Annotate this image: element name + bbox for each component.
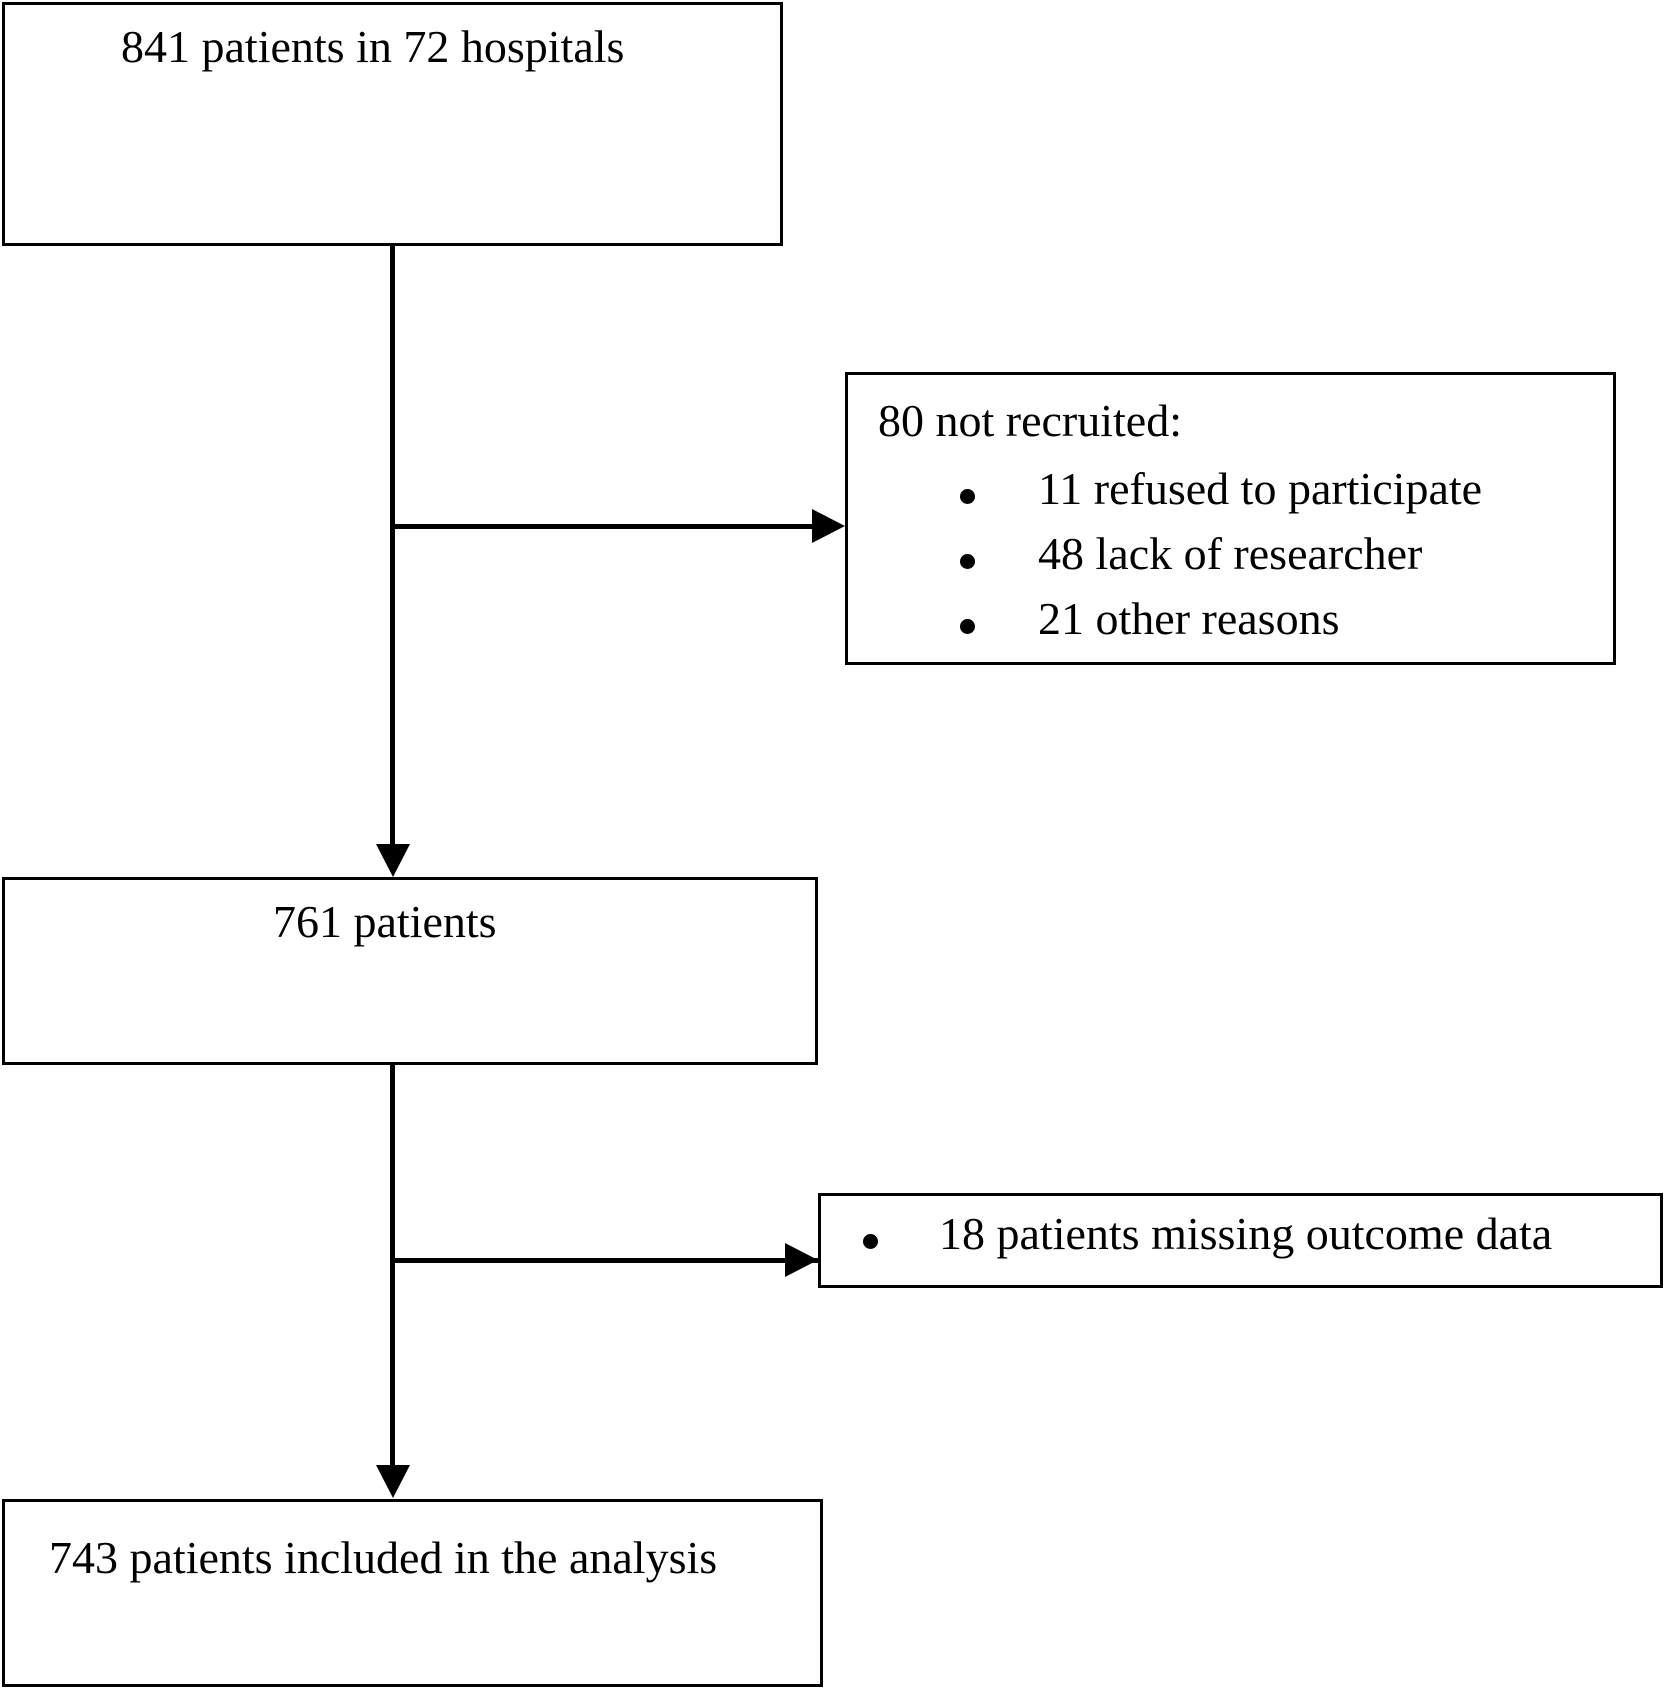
not-recruited-reason-label: 11 refused to participate bbox=[1038, 463, 1483, 514]
missing-outcome-label: 18 patients missing outcome data bbox=[939, 1208, 1553, 1259]
analysed-patients-label: 743 patients included in the analysis bbox=[49, 1532, 718, 1583]
recruited-patients-label: 761 patients bbox=[273, 896, 497, 947]
connector-enrolled-to-recruited bbox=[390, 246, 395, 844]
box-not-recruited: 80 not recruited: 11 refused to particip… bbox=[845, 372, 1616, 665]
box-missing-outcome-data: 18 patients missing outcome data bbox=[818, 1193, 1663, 1288]
box-analysed-patients: 743 patients included in the analysis bbox=[2, 1499, 823, 1687]
connector-recruited-to-analysed bbox=[390, 1065, 395, 1465]
connector-to-not-recruited bbox=[390, 524, 820, 529]
arrow-head-right-to-missing-outcome bbox=[785, 1243, 818, 1277]
connector-to-missing-outcome bbox=[390, 1258, 818, 1263]
not-recruited-reason-label: 48 lack of researcher bbox=[1038, 528, 1423, 579]
enrolled-patients-label: 841 patients in 72 hospitals bbox=[121, 21, 625, 72]
bullet-icon bbox=[960, 619, 975, 634]
bullet-icon bbox=[960, 489, 975, 504]
box-enrolled-patients: 841 patients in 72 hospitals bbox=[2, 2, 783, 246]
bullet-icon bbox=[960, 554, 975, 569]
arrow-head-down-to-recruited bbox=[376, 844, 410, 877]
not-recruited-heading: 80 not recruited: bbox=[878, 395, 1183, 446]
not-recruited-reason-label: 21 other reasons bbox=[1038, 593, 1340, 644]
arrow-head-right-to-not-recruited bbox=[812, 509, 845, 543]
box-recruited-patients: 761 patients bbox=[2, 877, 818, 1065]
arrow-head-down-to-analysed bbox=[376, 1465, 410, 1498]
bullet-icon bbox=[863, 1234, 878, 1249]
